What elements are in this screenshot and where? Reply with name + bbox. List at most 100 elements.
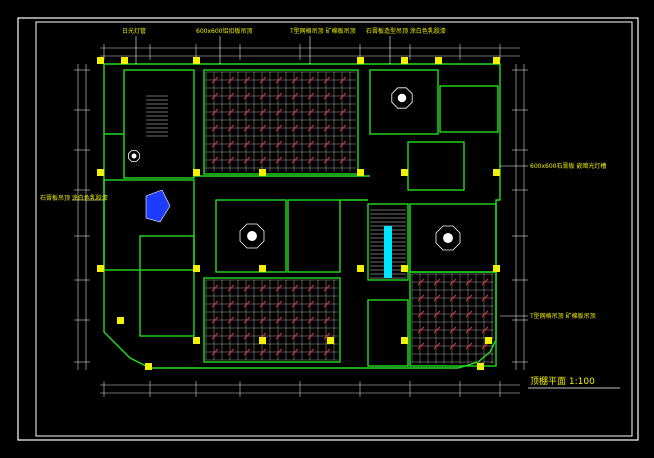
light-fixture xyxy=(243,300,251,308)
light-fixture xyxy=(433,326,441,334)
column xyxy=(117,317,124,324)
room-right-lower xyxy=(409,203,497,273)
light-fixture xyxy=(481,294,489,302)
light-fixture xyxy=(243,316,251,324)
annotation-5: 石膏板吊顶 涂白色乳胶漆 xyxy=(40,194,108,202)
light-fixture xyxy=(291,92,299,100)
stair-core xyxy=(367,203,409,281)
column xyxy=(477,363,484,370)
column xyxy=(357,57,364,64)
dimension-ticks xyxy=(74,44,528,397)
light-fixture xyxy=(227,76,235,84)
light-fixture xyxy=(243,284,251,292)
light-fixture xyxy=(291,108,299,116)
columns xyxy=(97,57,500,370)
light-fixture xyxy=(243,332,251,340)
octagon-center xyxy=(397,93,407,103)
room-bottom-center xyxy=(367,299,409,367)
octagon-outline xyxy=(128,150,140,162)
light-fixture xyxy=(433,342,441,350)
light-fixture xyxy=(481,326,489,334)
column xyxy=(493,169,500,176)
light-fixture xyxy=(291,124,299,132)
column xyxy=(193,265,200,272)
column xyxy=(97,169,104,176)
light-fixture xyxy=(227,332,235,340)
light-fixture xyxy=(227,156,235,164)
octagon-outline xyxy=(435,225,461,251)
annotation-4: 石膏板造型吊顶 涂白色乳胶漆 xyxy=(366,27,446,35)
room-center-right xyxy=(287,199,341,273)
light-fixture xyxy=(323,108,331,116)
octagon-center xyxy=(131,153,137,159)
light-fixture xyxy=(465,326,473,334)
light-fixture xyxy=(465,342,473,350)
annotation-3: T型网格吊顶 矿棉板吊顶 xyxy=(289,27,356,35)
room-top-left xyxy=(123,69,195,179)
light-fixture xyxy=(433,294,441,302)
light-fixture xyxy=(417,326,425,334)
column xyxy=(327,337,334,344)
light-fixture xyxy=(259,300,267,308)
light-fixture xyxy=(259,348,267,356)
octagon-center xyxy=(247,231,257,241)
building-outline xyxy=(103,63,501,369)
column xyxy=(121,57,128,64)
light-fixture xyxy=(211,124,219,132)
light-fixture xyxy=(227,348,235,356)
grid-panel-3 xyxy=(411,273,494,364)
light-fixture xyxy=(307,124,315,132)
light-fixture xyxy=(227,140,235,148)
light-fixture xyxy=(291,300,299,308)
light-fixture xyxy=(465,294,473,302)
light-fixture xyxy=(291,316,299,324)
column xyxy=(401,57,408,64)
light-fixture xyxy=(339,140,347,148)
column xyxy=(259,265,266,272)
light-fixture xyxy=(339,108,347,116)
blue-feature xyxy=(145,189,171,223)
octagon-lights xyxy=(128,87,461,251)
column xyxy=(193,169,200,176)
light-fixture xyxy=(307,156,315,164)
light-fixture xyxy=(275,124,283,132)
light-fixture xyxy=(307,92,315,100)
light-fixture xyxy=(417,342,425,350)
light-fixture xyxy=(323,92,331,100)
inner-frame xyxy=(35,21,633,437)
light-fixture xyxy=(275,108,283,116)
light-fixture xyxy=(465,310,473,318)
light-fixture xyxy=(417,294,425,302)
light-fixture xyxy=(339,92,347,100)
light-fixture xyxy=(481,310,489,318)
outer-frame xyxy=(17,17,639,441)
dimension-lines xyxy=(77,47,525,394)
octagon-center xyxy=(443,233,453,243)
octagon-outline xyxy=(391,87,413,109)
light-fixture xyxy=(323,140,331,148)
room-right-mid xyxy=(407,141,465,191)
column xyxy=(193,337,200,344)
light-fixture xyxy=(243,76,251,84)
ceiling-grid-panels xyxy=(205,71,494,364)
room-grid-right xyxy=(409,271,497,367)
light-fixture xyxy=(259,140,267,148)
light-fixture xyxy=(227,124,235,132)
light-fixture xyxy=(307,332,315,340)
light-fixture xyxy=(227,92,235,100)
light-fixture xyxy=(433,310,441,318)
column xyxy=(485,337,492,344)
light-fixture xyxy=(211,156,219,164)
light-fixture xyxy=(275,284,283,292)
octagon-light xyxy=(391,87,413,109)
light-fixture xyxy=(227,316,235,324)
light-fixture xyxy=(307,316,315,324)
stairs xyxy=(146,95,406,279)
light-fixture xyxy=(259,156,267,164)
light-fixture xyxy=(323,316,331,324)
light-fixture xyxy=(243,124,251,132)
grid-panel-1 xyxy=(205,71,356,172)
light-fixture xyxy=(449,326,457,334)
light-fixture xyxy=(307,140,315,148)
light-fixture xyxy=(211,92,219,100)
